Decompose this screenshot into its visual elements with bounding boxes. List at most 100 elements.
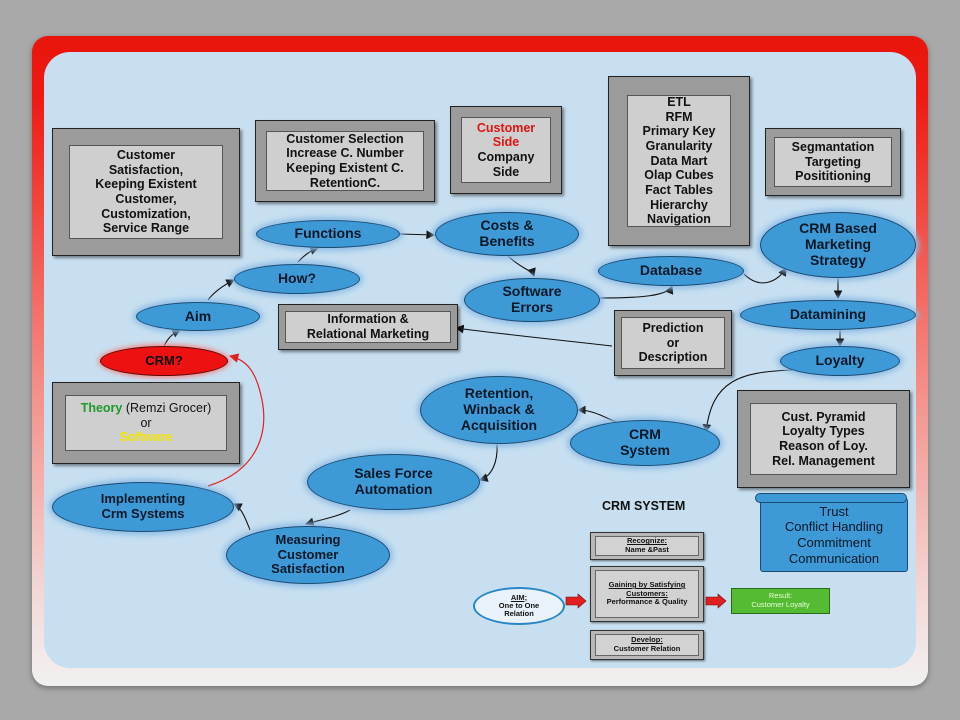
small-box-line: Develop: <box>631 635 663 645</box>
scroll-line: Communication <box>788 550 880 566</box>
small-box-line: Recognize: <box>626 536 667 546</box>
node-label: Benefits <box>479 233 535 249</box>
node-label: System <box>620 442 670 458</box>
small-box-line: Gaining by Satisfying <box>608 580 686 590</box>
crm-system-node[interactable]: CRM System <box>570 420 720 466</box>
information-box: Information & Relational Marketing <box>278 304 458 350</box>
node-label: Aim <box>184 307 212 324</box>
node-label: Satisfaction <box>271 561 345 577</box>
software-errors-node[interactable]: Software Errors <box>464 278 600 322</box>
box-line: Posititioning <box>795 169 871 184</box>
box-line-red: Side <box>492 135 520 150</box>
box-line: Navigation <box>647 212 711 227</box>
box-line: or <box>666 335 680 350</box>
box-line: Reason of Loy. <box>779 439 868 453</box>
scroll-line: Trust <box>819 503 849 519</box>
result-box: Result: Customer Loyalty <box>731 588 830 614</box>
theory-or: or <box>140 415 152 430</box>
box-line: Primary Key <box>642 124 716 139</box>
box-line: Customer Selection <box>286 131 404 146</box>
box-line: Segmantation <box>791 140 875 155</box>
box-line: Satisfaction, <box>108 162 184 177</box>
node-label: Measuring <box>275 532 341 548</box>
implementing-node[interactable]: Implementing Crm Systems <box>52 482 234 532</box>
scroll-line: Conflict Handling <box>784 519 884 535</box>
box-line: Service Range <box>102 221 190 236</box>
measuring-node[interactable]: Measuring Customer Satisfaction <box>226 526 390 584</box>
node-label: Automation <box>354 481 433 497</box>
loyalty-node[interactable]: Loyalty <box>780 346 900 376</box>
aim-line: AIM; <box>510 592 528 602</box>
node-label: Marketing <box>804 236 872 253</box>
crm-system-title: CRM SYSTEM <box>602 499 686 513</box>
software-label: Software <box>119 430 173 445</box>
recognize-box: Recognize: Name &Past <box>590 532 704 560</box>
cust-pyramid-box: Cust. Pyramid Loyalty Types Reason of Lo… <box>737 390 910 488</box>
node-label: Loyalty <box>815 352 865 369</box>
retention-node[interactable]: Retention, Winback & Acquisition <box>420 376 578 444</box>
node-label: Database <box>639 262 703 279</box>
box-line: Information & <box>327 312 409 327</box>
box-line-red: Customer <box>476 120 536 135</box>
box-line: Prediction <box>642 321 704 336</box>
develop-box: Develop: Customer Relation <box>590 630 704 660</box>
aim-ellipse: AIM; One to One Relation <box>473 587 565 625</box>
box-line: Increase C. Number <box>286 146 404 161</box>
box-line: Side <box>492 164 520 179</box>
how-node[interactable]: How? <box>234 264 360 294</box>
node-label: Datamining <box>789 306 867 323</box>
node-label: How? <box>277 270 317 287</box>
box-line: Company <box>477 150 535 164</box>
box-line: Targeting <box>804 154 862 169</box>
box-line: RetentionC. <box>309 175 381 190</box>
aim-line: One to One <box>498 600 540 610</box>
etl-box: ETL RFM Primary Key Granularity Data Mar… <box>608 76 750 246</box>
theory-label: Theory <box>80 401 123 416</box>
node-label: Acquisition <box>460 416 538 433</box>
box-line: Customization, <box>101 206 191 221</box>
box-line: RFM <box>665 109 693 124</box>
crm-based-strategy-node[interactable]: CRM Based Marketing Strategy <box>760 212 916 278</box>
theory-line: Theory (Remzi Grocer) <box>81 401 212 416</box>
side-box: Customer Side Company Side <box>450 106 562 194</box>
box-line: ETL <box>667 95 691 110</box>
result-line: Result: <box>768 591 793 601</box>
functions-node[interactable]: Functions <box>256 220 400 248</box>
small-box-line: Customers: <box>626 588 668 598</box>
node-label: Crm Systems <box>101 506 185 521</box>
node-label: Sales Force <box>354 465 433 482</box>
datamining-node[interactable]: Datamining <box>740 300 916 330</box>
box-line: Rel. Management <box>772 453 875 468</box>
customer-satisfaction-box: Customer Satisfaction, Keeping Existent … <box>52 128 240 256</box>
box-line: Olap Cubes <box>644 168 714 183</box>
customer-selection-box: Customer Selection Increase C. Number Ke… <box>255 120 435 202</box>
box-line: Keeping Existent <box>95 177 197 192</box>
crm-question-node[interactable]: CRM? <box>100 346 228 376</box>
box-line: Granularity <box>645 139 713 154</box>
small-box-line: Name &Past <box>625 545 669 554</box>
scroll-line: Commitment <box>797 535 871 550</box>
node-label: Functions <box>294 225 362 242</box>
database-node[interactable]: Database <box>598 256 744 286</box>
node-label: Winback & <box>463 401 535 418</box>
aim-node[interactable]: Aim <box>136 302 260 331</box>
box-line: Hierarchy <box>650 197 708 212</box>
node-label: CRM Based <box>799 220 877 237</box>
segmentation-box: Segmantation Targeting Posititioning <box>765 128 901 196</box>
node-label: Implementing <box>100 491 186 507</box>
prediction-box: Prediction or Description <box>614 310 732 376</box>
node-label: Strategy <box>809 251 867 268</box>
costs-benefits-node[interactable]: Costs & Benefits <box>435 212 579 256</box>
result-line: Customer Loyalty <box>751 600 810 609</box>
box-line: Loyalty Types <box>782 424 865 439</box>
box-line: Cust. Pyramid <box>781 409 866 424</box>
sales-force-node[interactable]: Sales Force Automation <box>307 454 480 510</box>
box-line: Data Mart <box>650 153 708 168</box>
node-label: CRM? <box>145 352 183 368</box>
box-line: Fact Tables <box>645 182 713 197</box>
node-label: CRM <box>629 426 661 443</box>
box-line: Description <box>638 350 708 365</box>
box-line: Keeping Existent C. <box>286 161 404 175</box>
theory-paren: (Remzi Grocer) <box>122 401 212 416</box>
trust-scroll: Trust Conflict Handling Commitment Commu… <box>755 493 908 572</box>
